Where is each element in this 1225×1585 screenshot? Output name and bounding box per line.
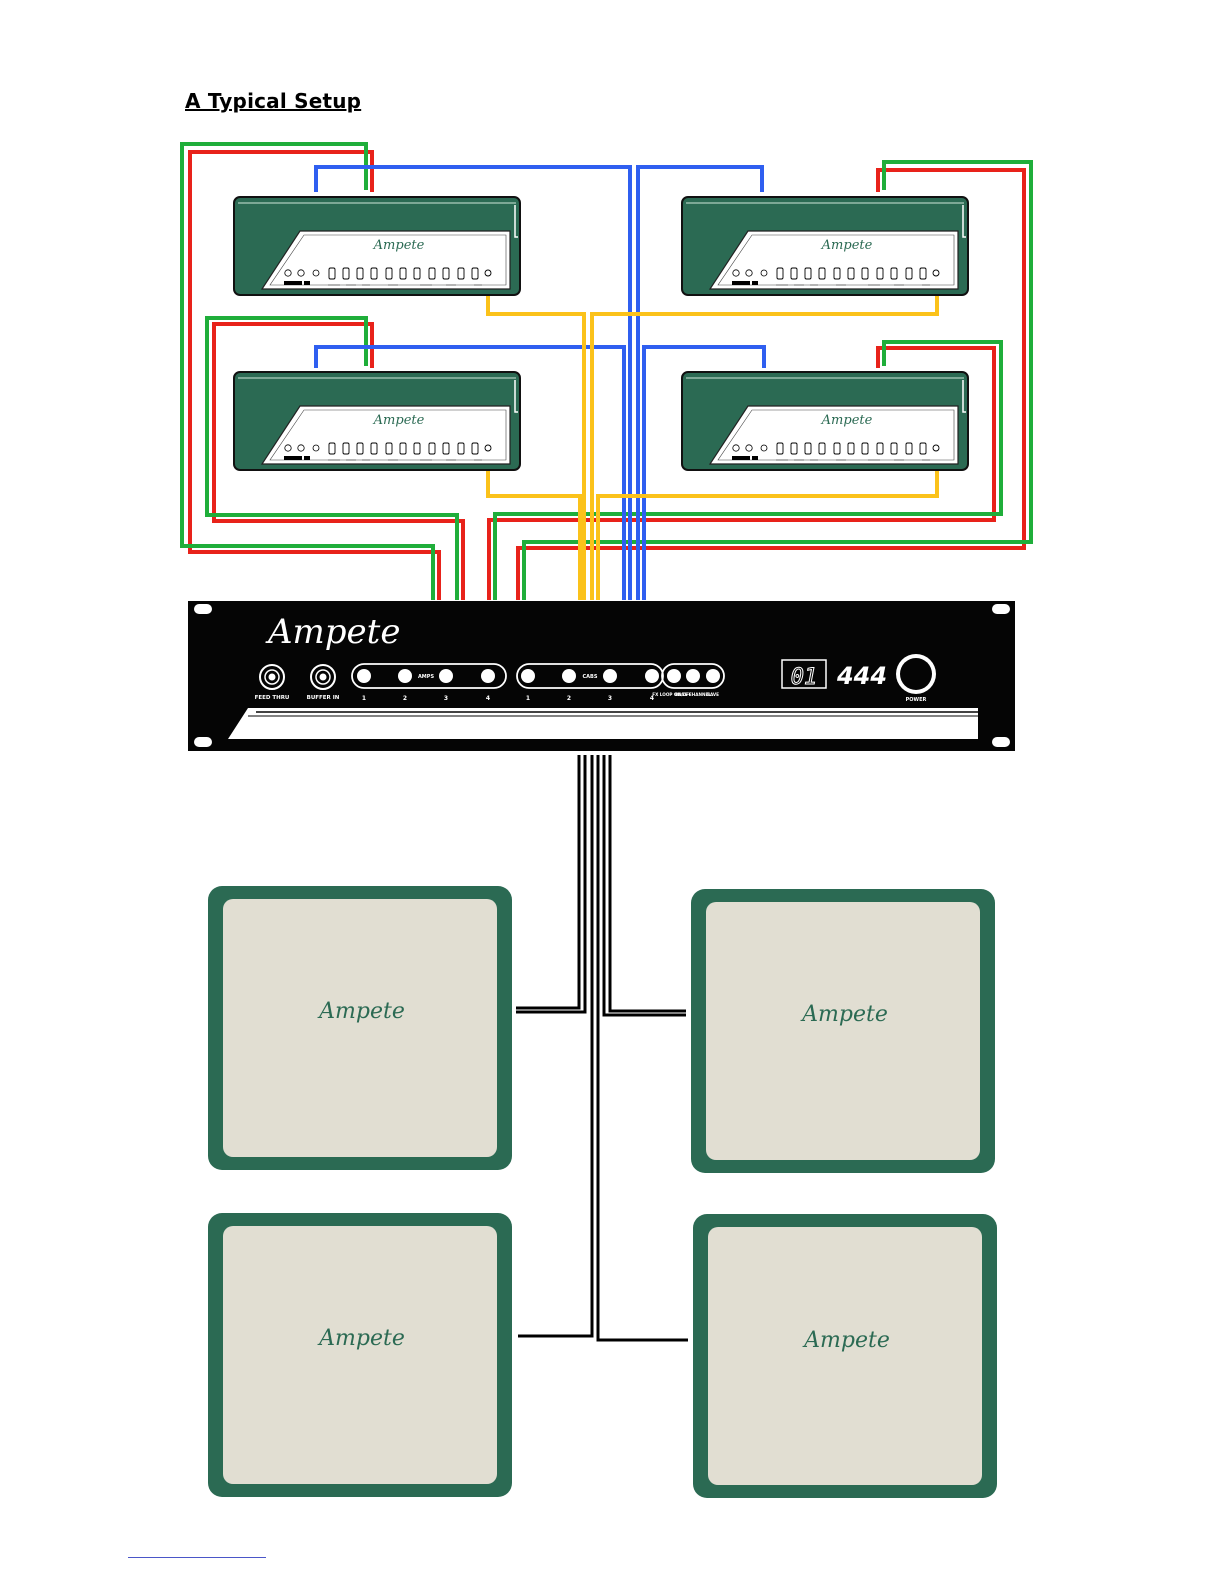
save-button[interactable] [706, 669, 720, 683]
amp-2-button[interactable] [398, 669, 412, 683]
fx-loop-button[interactable] [667, 669, 681, 683]
cabinet-logo: Ampete [317, 999, 405, 1024]
cab-3-button[interactable] [603, 669, 617, 683]
cabinet-3 [208, 1213, 512, 1497]
bass-channel-label: BASS CHANNEL [675, 692, 711, 697]
save-label: SAVE [707, 692, 719, 697]
cab-number: 1 [526, 695, 530, 702]
model-number: 444 [836, 662, 887, 690]
cabinet-1 [208, 886, 512, 1170]
cabinet-4 [693, 1214, 997, 1498]
amp-number: 2 [403, 695, 407, 702]
cabinet-logo: Ampete [317, 1326, 405, 1351]
amps-label: AMPS [418, 674, 435, 680]
amp-head-3 [234, 372, 520, 470]
feed-thru-label: FEED THRU [255, 695, 290, 701]
amp-1-button[interactable] [357, 669, 371, 683]
preset-display-value: 01 [791, 665, 818, 690]
amp-head-4 [682, 372, 968, 470]
cab-2-button[interactable] [562, 669, 576, 683]
amp-3-button[interactable] [439, 669, 453, 683]
amp-head-1 [234, 197, 520, 295]
rack-switcher: Ampete FEED THRU BUFFER IN AMPS [188, 601, 1015, 751]
amp-number: 1 [362, 695, 366, 702]
cab-4-button[interactable] [645, 669, 659, 683]
cabinet-logo: Ampete [800, 1002, 888, 1027]
cabinet-2 [691, 889, 995, 1173]
power-knob[interactable] [896, 654, 936, 694]
cab-number: 3 [608, 695, 612, 702]
amp-number: 3 [444, 695, 448, 702]
cabinet-logo: Ampete [802, 1328, 890, 1353]
amp-head-2 [682, 197, 968, 295]
buffer-in-label: BUFFER IN [307, 695, 340, 701]
footer-line [128, 1557, 266, 1558]
amp-4-button[interactable] [481, 669, 495, 683]
switcher-logo: Ampete [265, 612, 400, 652]
bass-channel-button[interactable] [686, 669, 700, 683]
power-label: POWER [906, 697, 927, 703]
cab-number: 2 [567, 695, 571, 702]
cabs-label: CABS [583, 674, 598, 680]
amp-number: 4 [486, 695, 490, 702]
cab-1-button[interactable] [521, 669, 535, 683]
speaker-cables [516, 755, 688, 1340]
